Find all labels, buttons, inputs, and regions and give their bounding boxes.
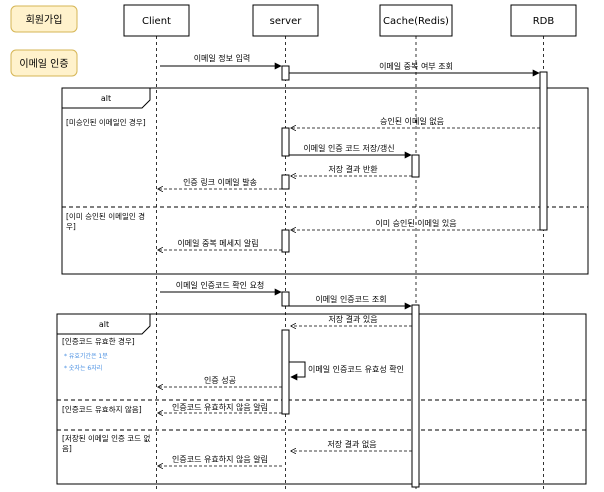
svg-text:음]: 음] xyxy=(62,444,72,453)
svg-text:* 숫자는 6자리: * 숫자는 6자리 xyxy=(64,364,102,372)
svg-text:Cache(Redis): Cache(Redis) xyxy=(383,16,449,27)
svg-text:이메일 중복 여부 조회: 이메일 중복 여부 조회 xyxy=(379,61,453,71)
svg-text:alt: alt xyxy=(99,320,109,329)
svg-text:이메일 인증코드 확인 요청: 이메일 인증코드 확인 요청 xyxy=(176,280,265,290)
alt-frame-2: alt [인증코드 유효한 경우] * 유효기간은 1분 * 숫자는 6자리 [… xyxy=(56,313,587,485)
svg-text:인증 성공: 인증 성공 xyxy=(204,375,236,385)
participant-rdb: RDB xyxy=(510,4,577,37)
activations xyxy=(281,65,548,488)
svg-text:Client: Client xyxy=(142,16,171,27)
svg-text:이메일 인증 코드 저장/갱신: 이메일 인증 코드 저장/갱신 xyxy=(303,143,394,153)
svg-text:저장 결과 없음: 저장 결과 없음 xyxy=(327,439,376,449)
svg-text:회원가입: 회원가입 xyxy=(26,13,63,26)
svg-text:저장 결과 반환: 저장 결과 반환 xyxy=(328,164,378,174)
svg-text:RDB: RDB xyxy=(533,16,555,27)
svg-text:* 유효기간은 1분: * 유효기간은 1분 xyxy=(64,352,108,360)
svg-text:[이미 승인된 이메일인 경: [이미 승인된 이메일인 경 xyxy=(66,211,145,221)
svg-text:승인된 이메일 없음: 승인된 이메일 없음 xyxy=(380,116,444,126)
svg-text:우]: 우] xyxy=(66,222,76,231)
svg-text:이메일 중복 메세지 알림: 이메일 중복 메세지 알림 xyxy=(177,238,258,248)
lifelines xyxy=(156,36,544,490)
messages: 이메일 정보 입력 이메일 중복 여부 조회 승인된 이메일 없음 이메일 인증… xyxy=(158,53,540,466)
participant-client: Client xyxy=(123,4,190,37)
svg-text:인증코드 유효하지 않음 알림: 인증코드 유효하지 않음 알림 xyxy=(172,402,268,412)
email-auth-label: 이메일 인증 xyxy=(10,49,78,77)
svg-text:[인증코드 유효하지 않음]: [인증코드 유효하지 않음] xyxy=(62,404,142,414)
svg-text:이메일 인증: 이메일 인증 xyxy=(19,58,68,70)
svg-text:저장 결과 있음: 저장 결과 있음 xyxy=(328,314,377,324)
svg-text:[인증코드 유효한 경우]: [인증코드 유효한 경우] xyxy=(62,336,135,346)
svg-text:인증 링크 이메일 발송: 인증 링크 이메일 발송 xyxy=(183,177,257,187)
participant-cache: Cache(Redis) xyxy=(379,4,453,37)
alt-frame-1: alt [미승인된 이메일인 경우] [이미 승인된 이메일인 경 우] xyxy=(61,87,589,275)
svg-text:이메일 정보 입력: 이메일 정보 입력 xyxy=(194,53,251,63)
svg-text:이메일 인증코드 유효성 확인: 이메일 인증코드 유효성 확인 xyxy=(308,364,404,374)
participant-server: server xyxy=(252,4,319,37)
svg-text:[미승인된 이메일인 경우]: [미승인된 이메일인 경우] xyxy=(66,117,146,127)
svg-text:이미 승인된 이메일 있음: 이미 승인된 이메일 있음 xyxy=(375,218,456,228)
svg-text:server: server xyxy=(270,16,303,27)
svg-text:인증코드 유효하지 않음 알림: 인증코드 유효하지 않음 알림 xyxy=(172,454,268,464)
svg-text:alt: alt xyxy=(101,94,111,103)
svg-text:이메일 인증코드 조회: 이메일 인증코드 조회 xyxy=(315,294,386,304)
signup-label: 회원가입 xyxy=(10,5,78,33)
svg-text:[저장된 이메일 인증 코드 없: [저장된 이메일 인증 코드 없 xyxy=(62,433,150,443)
